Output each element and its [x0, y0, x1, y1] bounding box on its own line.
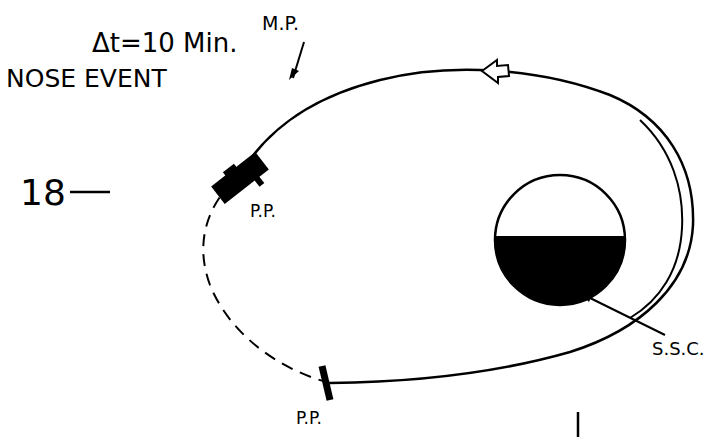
direction-arrow [482, 60, 509, 83]
earth-night [495, 236, 625, 305]
hour-dash [70, 191, 110, 194]
orbit-inner [630, 120, 682, 318]
hour-label: 18 [20, 175, 66, 211]
magnetopause-label: M.P. [262, 14, 299, 33]
hour-tick [577, 412, 580, 437]
leader-line [586, 296, 665, 335]
event-label: NOSE EVENT [6, 66, 167, 91]
satellite-marker [209, 149, 274, 210]
orbit-dashed [203, 175, 330, 383]
leader-arrowhead [289, 68, 299, 80]
earth-circle [495, 175, 625, 305]
plasmapause-bar [322, 366, 330, 400]
leader-arrowhead [580, 293, 593, 302]
ssc-label: S.S.C. [652, 340, 705, 358]
time-label: Δt=10 Min. [92, 30, 238, 56]
orbit-solid [240, 70, 693, 383]
plasmapause-label: P.P. [250, 203, 276, 220]
plasmapause-label: P.P. [296, 410, 322, 427]
